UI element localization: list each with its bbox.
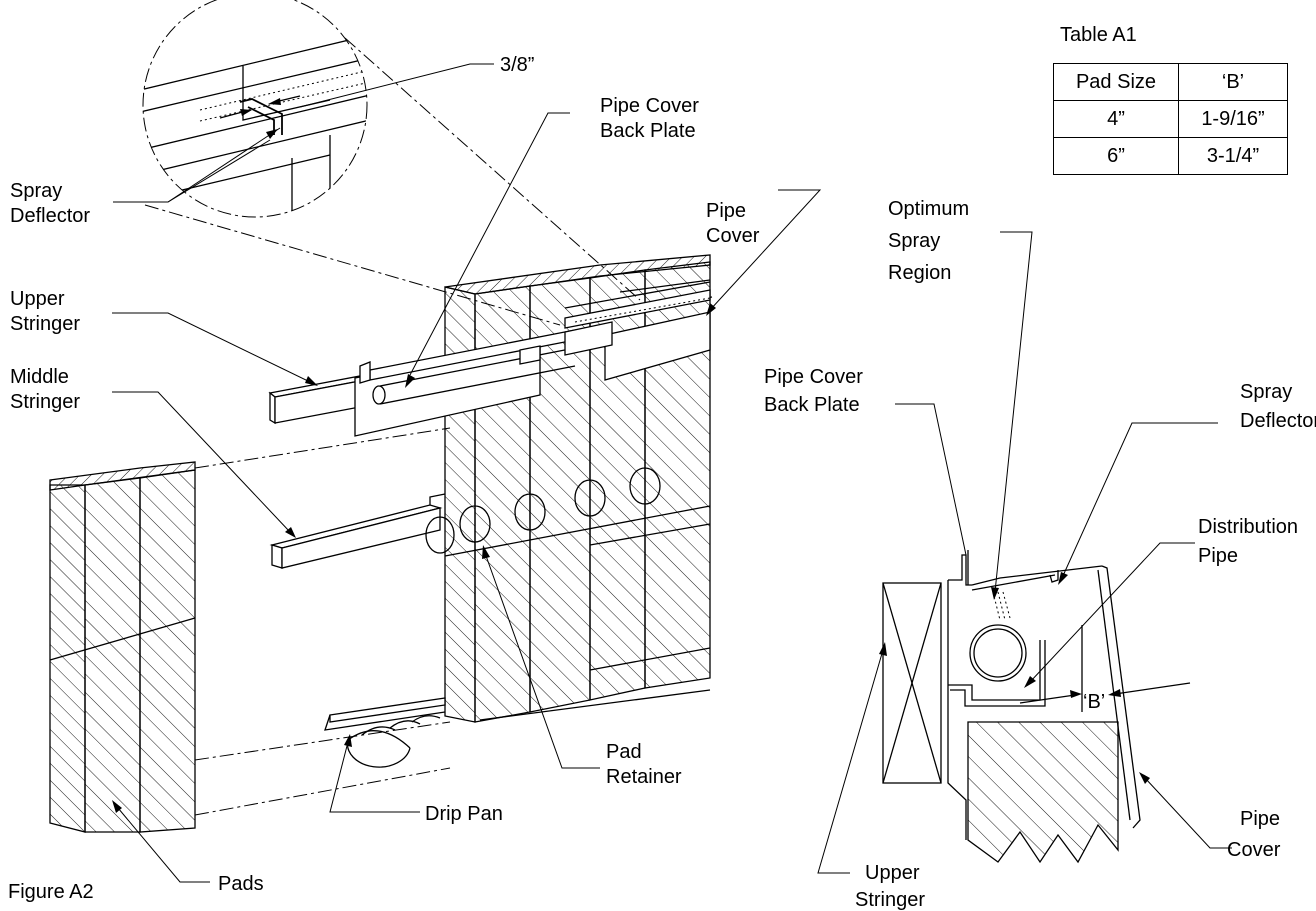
cross-section-view — [882, 550, 1191, 864]
label-rt-upper-stringer-1: Upper — [865, 862, 920, 884]
label-optimum-2: Spray — [888, 230, 940, 252]
table-header-b: ‘B’ — [1178, 63, 1288, 101]
label-middle-stringer-2: Stringer — [10, 391, 80, 413]
label-dim-3-8: 3/8” — [500, 54, 534, 76]
label-rt-dim-b: ‘B’ — [1083, 691, 1105, 713]
label-pads: Pads — [218, 873, 264, 895]
right-view-labels: Optimum Spray Region Pipe Cover Back Pla… — [764, 198, 1316, 911]
pad-size-table: Pad Size ‘B’ 4” 1-9/16” 6” 3-1/4” — [1053, 63, 1288, 175]
label-optimum-3: Region — [888, 262, 951, 284]
label-spray-deflector-1: Spray — [10, 180, 62, 202]
main-assembly-view — [49, 254, 713, 833]
label-rt-upper-stringer-2: Stringer — [855, 889, 925, 911]
label-pipe-cover-2: Cover — [706, 225, 760, 247]
label-spray-deflector-2: Deflector — [10, 205, 90, 227]
table-row: 4” 1-9/16” — [1053, 100, 1288, 138]
label-rt-distribution-2: Pipe — [1198, 545, 1238, 567]
label-rt-pipe-cover-1: Pipe — [1240, 808, 1280, 830]
table-row: 6” 3-1/4” — [1053, 137, 1288, 175]
label-optimum-1: Optimum — [888, 198, 969, 220]
label-pipe-cover-back-plate-2: Back Plate — [600, 120, 696, 142]
label-pad-retainer-2: Retainer — [606, 766, 682, 788]
table-cell: 4” — [1053, 100, 1179, 138]
label-drip-pan: Drip Pan — [425, 803, 503, 825]
table-title: Table A1 — [1060, 24, 1137, 46]
label-rt-back-plate-1: Pipe Cover — [764, 366, 863, 388]
label-rt-spray-deflector-2: Deflector — [1240, 410, 1316, 432]
label-pipe-cover-back-plate-1: Pipe Cover — [600, 95, 699, 117]
table-cell: 1-9/16” — [1178, 100, 1288, 138]
label-pipe-cover-1: Pipe — [706, 200, 746, 222]
label-rt-spray-deflector-1: Spray — [1240, 381, 1292, 403]
table-cell: 3-1/4” — [1178, 137, 1288, 175]
label-middle-stringer-1: Middle — [10, 366, 69, 388]
label-rt-distribution-1: Distribution — [1198, 516, 1298, 538]
label-pad-retainer-1: Pad — [606, 741, 642, 763]
figure-label: Figure A2 — [8, 881, 94, 903]
label-upper-stringer-1: Upper — [10, 288, 65, 310]
table-header-row: Pad Size ‘B’ — [1053, 63, 1288, 101]
table-cell: 6” — [1053, 137, 1179, 175]
left-view-labels: 3/8” Pipe Cover Back Plate Spray Deflect… — [8, 54, 822, 903]
label-upper-stringer-2: Stringer — [10, 313, 80, 335]
table-header-pad-size: Pad Size — [1053, 63, 1179, 101]
label-rt-back-plate-2: Back Plate — [764, 394, 860, 416]
label-rt-pipe-cover-2: Cover — [1227, 839, 1281, 861]
